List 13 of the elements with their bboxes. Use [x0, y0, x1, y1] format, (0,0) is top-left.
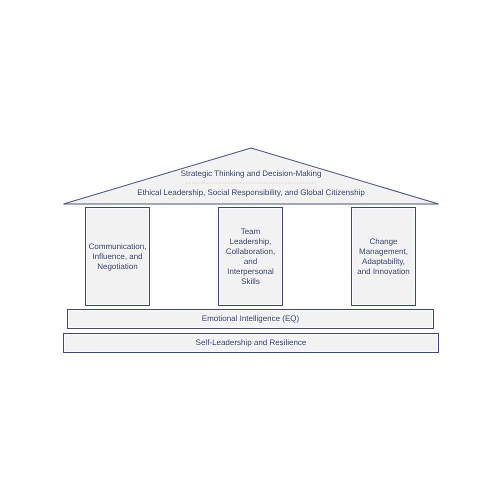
roof-triangle [63, 147, 439, 205]
pillar-box [218, 207, 283, 306]
roof-label: Ethical Leadership, Social Responsibility, and Global Citizenship [136, 188, 366, 198]
foundation-bar [67, 309, 434, 329]
pillar-label: Emotional Intelligence (EQ) [202, 314, 300, 324]
foundation-bar [63, 333, 439, 353]
pillar-box [351, 207, 416, 306]
pillar-label: Communication, Influence, and Negotiation [88, 242, 146, 272]
pillar-box [85, 207, 150, 306]
pillar-label: Team Leadership, Collaboration, and Interpersonal Skills [224, 226, 276, 286]
pillar-label: Change Management, Adaptability, and Innovation [356, 236, 411, 276]
roof-label: Strategic Thinking and Decision-Making [180, 169, 322, 179]
pillar-label: Self-Leadership and Resilience [196, 338, 306, 348]
